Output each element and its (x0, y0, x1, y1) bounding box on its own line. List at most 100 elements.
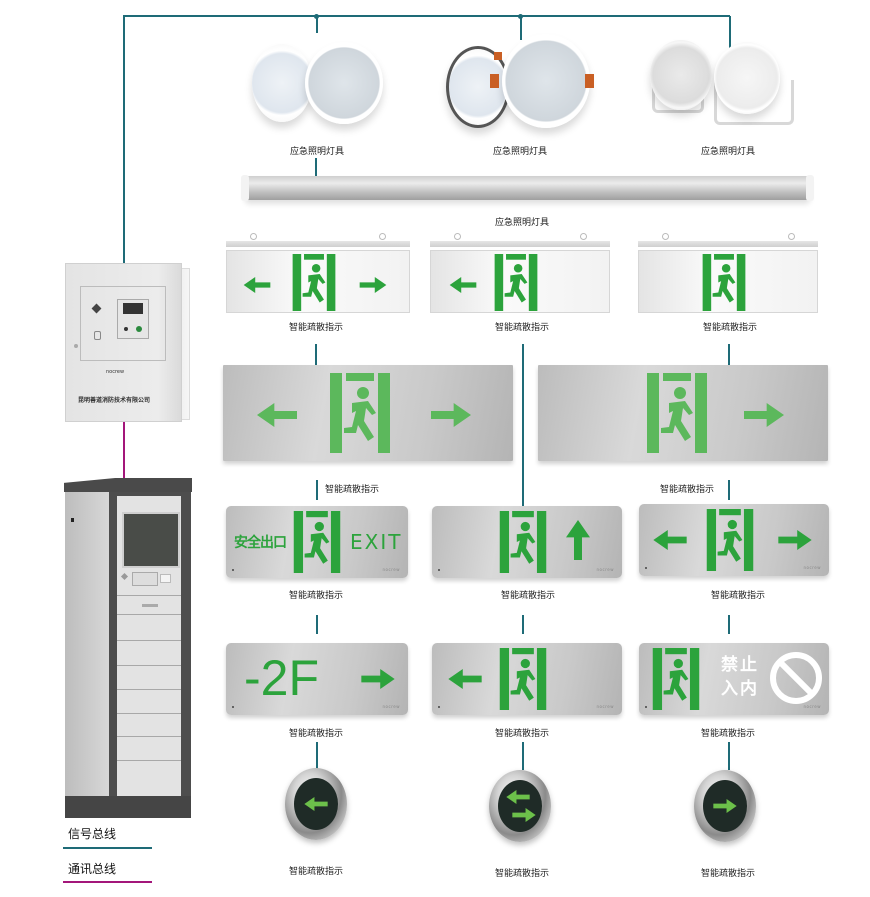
signal-bus-drop (316, 16, 318, 33)
hook-icon (662, 233, 669, 240)
comm-bus (123, 418, 125, 480)
distribution-controller: nocrew 昆明善道消防技术有限公司 (65, 263, 182, 422)
sign-caption: 智能疏散指示 (288, 323, 343, 333)
legend-signal-swatch (63, 847, 152, 849)
host-cabinet (62, 478, 192, 818)
sign-panel (226, 250, 410, 313)
signal-bus-trunk (123, 16, 125, 264)
screw (438, 706, 440, 708)
brand-mark: nocrew (382, 704, 400, 709)
arrow-right-icon (712, 799, 738, 813)
legend-comm-label: 通讯总线 (68, 862, 117, 876)
arrow-up-icon (566, 518, 590, 562)
drawer-line (117, 614, 181, 615)
exit-man-icon (705, 509, 755, 571)
panel-caption: 智能疏散指示 (494, 729, 549, 739)
arrow-left-icon (504, 790, 532, 804)
hanging-sign-2 (430, 233, 610, 313)
arrow-left-icon (441, 277, 485, 293)
exit-man-icon (642, 373, 712, 453)
flood-lamp-back (650, 40, 712, 110)
tube-lamp (241, 175, 814, 201)
hook-icon (580, 233, 587, 240)
slim-panel-bidirectional: nocrew (639, 504, 829, 576)
no-entry-line-1: 禁止 (721, 655, 759, 675)
arrow-right-icon (419, 403, 483, 427)
indicator-caption: 智能疏散指示 (700, 869, 755, 879)
exit-man-icon (493, 254, 539, 311)
lock-icon (74, 344, 78, 348)
switch-icon (94, 331, 101, 340)
panel-caption: 智能疏散指示 (700, 729, 755, 739)
spring-clip (490, 74, 499, 88)
cabinet-top (64, 478, 192, 492)
exit-man-icon (292, 511, 342, 573)
sign-rail (430, 241, 610, 247)
arrow-right-icon (732, 403, 796, 427)
brand-mark: nocrew (382, 567, 400, 572)
brand-mark: nocrew (596, 567, 614, 572)
screw (232, 706, 234, 708)
arrow-left-icon (303, 797, 329, 811)
signal-bus-drop (728, 615, 730, 634)
signal-bus-top (123, 15, 730, 17)
arrow-left-icon (647, 530, 693, 550)
cabinet-base (65, 796, 191, 818)
lamp-caption: 应急照明灯具 (700, 147, 755, 157)
drawer-line (117, 595, 181, 596)
tube-caption: 应急照明灯具 (494, 218, 549, 228)
sign-rail (638, 241, 818, 247)
arrow-left-icon (237, 277, 277, 293)
screw (438, 569, 440, 571)
exit-man-icon (498, 511, 548, 573)
signal-bus-drop (316, 742, 318, 770)
button (124, 327, 128, 331)
indicator-caption: 智能疏散指示 (494, 869, 549, 879)
safe-exit-text: 安全出口 (234, 535, 287, 551)
large-panel-2 (538, 365, 828, 461)
round-indicator-both (489, 770, 551, 842)
exit-man-icon (701, 254, 747, 311)
panel-caption: 智能疏散指示 (288, 729, 343, 739)
signal-bus-drop (520, 16, 522, 40)
round-indicator-left (285, 768, 347, 840)
arrow-left-icon (440, 669, 490, 689)
exit-english-text: EXIT (350, 530, 403, 554)
drawer-handle[interactable] (142, 604, 158, 607)
sign-caption: 智能疏散指示 (494, 323, 549, 333)
drawer-line (117, 736, 181, 737)
slim-panel-floor: -2F nocrew (226, 643, 408, 715)
signal-bus-drop (315, 344, 317, 366)
lamp-caption: 应急照明灯具 (492, 147, 547, 157)
controller-brand: nocrew (106, 369, 125, 375)
controller-panel (80, 286, 166, 361)
exit-man-icon (291, 254, 337, 311)
large-panel-1 (223, 365, 513, 461)
signal-bus-drop (728, 742, 730, 770)
indicator-face (294, 778, 338, 830)
drawer-line (117, 689, 181, 690)
screw (232, 569, 234, 571)
brand-mark: nocrew (803, 565, 821, 570)
drawer-line (117, 640, 181, 641)
arrow-right-icon (510, 808, 538, 822)
cabinet-side (65, 490, 109, 800)
sign-rail (226, 241, 410, 247)
keypad (132, 572, 158, 586)
panel-caption: 智能疏散指示 (710, 591, 765, 601)
arrow-left-icon (245, 403, 309, 427)
panel-caption: 智能疏散指示 (659, 485, 714, 495)
panel-caption: 智能疏散指示 (324, 485, 379, 495)
slim-panel-exit-up: nocrew (432, 506, 622, 578)
drawer-line (117, 760, 181, 761)
signal-bus-drop (729, 16, 731, 52)
signal-bus-drop (522, 742, 524, 770)
signal-bus-drop (522, 615, 524, 634)
arrow-right-icon (351, 277, 395, 293)
brand-mark: nocrew (596, 704, 614, 709)
round-indicator-right (694, 770, 756, 842)
indicator-face (703, 780, 747, 832)
exit-man-icon (498, 648, 548, 710)
hook-icon (788, 233, 795, 240)
sign-panel (638, 250, 818, 313)
